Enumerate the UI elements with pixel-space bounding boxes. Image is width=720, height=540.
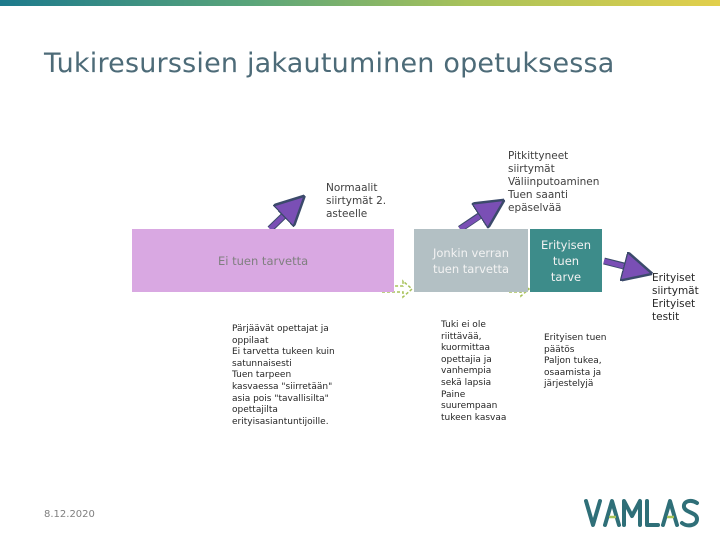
detail-line: tukeen kasvaa [441,412,507,423]
note-line: Erityiset [652,298,696,310]
detail-line: opettajia ja [441,354,492,365]
footer-date: 8.12.2020 [44,509,95,520]
detail-line: erityisasiantuntijoille. [232,416,329,427]
note-line: Pitkittyneet [508,150,569,162]
detail-line: kasvaessa "siirretään" [232,381,333,392]
details-some-support-need: Tuki ei ole riittävää, kuormittaa opetta… [441,320,506,424]
detail-line: satunnaisesti [232,358,292,369]
note-line: epäselvää [508,202,562,214]
details-no-support-need: Pärjäävät opettajat ja oppilaat Ei tarve… [232,324,335,428]
detail-line: Paljon tukea, [544,356,602,367]
detail-line: Paine [441,389,466,400]
box-some-support-need: Jonkin verran tuen tarvetta [414,229,528,292]
note-line: Erityiset [652,272,696,284]
detail-line: suurempaan [441,401,498,412]
details-special-support-need: Erityisen tuen päätös Paljon tukea, osaa… [544,333,607,391]
box-special-support-need: Erityisen tuen tarve [530,229,602,292]
note-special-transition: Erityiset siirtymät Erityiset testit [652,272,699,324]
detail-line: Tuki ei ole [441,320,486,330]
detail-line: opettajilta [232,405,278,416]
top-accent-bar [0,0,720,6]
detail-line: järjestelyjä [544,379,594,390]
detail-line: Pärjäävät opettajat ja [232,324,329,334]
detail-line: osaamista ja [544,367,602,378]
detail-line: riittävää, [441,331,482,342]
note-line: siirtymät 2. [326,195,387,207]
note-extended-transition: Pitkittyneet siirtymät Väliinputoaminen … [508,150,599,215]
vamlas-logo [584,498,699,528]
detail-line: vanhempia [441,366,492,377]
note-line: Tuen saanti [508,189,568,201]
note-line: asteelle [326,208,368,220]
box-no-support-need-label: Ei tuen tarvetta [218,253,309,268]
note-line: siirtymät [508,163,555,175]
box-no-support-need: Ei tuen tarvetta [132,229,394,292]
box-special-label-line: tuen [552,253,580,268]
note-line: Normaalit [326,182,378,194]
detail-line: kuormittaa [441,343,491,354]
detail-line: päätös [544,344,575,355]
note-normal-transition: Normaalit siirtymät 2. asteelle [326,182,386,221]
box-some-label-line: tuen tarvetta [432,261,510,276]
detail-line: Erityisen tuen [544,333,607,343]
note-line: siirtymät [652,285,699,297]
box-some-label-line: Jonkin verran [433,245,509,260]
detail-line: sekä lapsia [441,377,492,388]
slide-title: Tukiresurssien jakautuminen opetuksessa [44,48,615,79]
note-line: Väliinputoaminen [508,176,600,188]
detail-line: oppilaat [232,335,269,346]
detail-line: Ei tarvetta tukeen kuin [232,347,335,358]
detail-line: asia pois "tavallisilta" [232,393,329,404]
detail-line: Tuen tarpeen [232,370,292,381]
box-special-label-line: tarve [550,269,582,284]
box-special-label-line: Erityisen [540,237,592,252]
note-line: testit [652,311,680,323]
